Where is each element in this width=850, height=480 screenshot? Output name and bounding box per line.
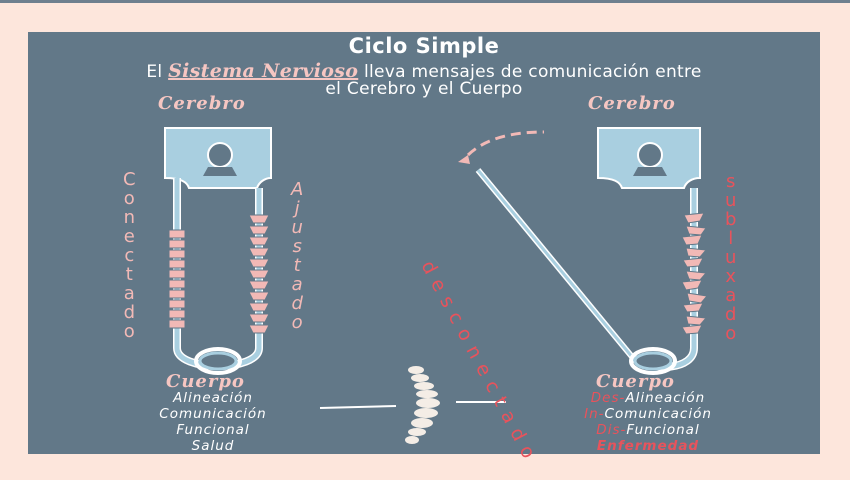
left-item-alignment: Alineación (173, 390, 253, 406)
top-border (0, 0, 850, 3)
vertical-letter: d (123, 302, 135, 323)
vertical-letter: s (726, 171, 736, 192)
right-item-incommunication: In-Comunicación (584, 406, 712, 422)
right-item-dysfunctional: Dis-Funcional (596, 422, 700, 438)
vertical-letter: o (123, 321, 135, 342)
left-item-health: Salud (191, 438, 235, 454)
subtitle-prefix: El (146, 62, 163, 82)
vertical-letter: e (123, 226, 135, 247)
safety-pin-open-icon (458, 127, 708, 375)
vertical-letter: b (725, 209, 737, 230)
vertical-letter: u (725, 190, 737, 211)
vertical-letter: a (123, 283, 135, 304)
infographic-panel: Ciclo Simple El Sistema Nervioso lleva m… (28, 32, 820, 469)
left-item-functional: Funcional (176, 422, 250, 438)
vertical-letter: d (725, 304, 737, 325)
left-item-communication: Comunicación (159, 406, 267, 422)
right-item-misalignment: Des-Alineación (590, 390, 706, 406)
left-body-label: Cuerpo (166, 371, 245, 392)
vertical-letter: u (725, 247, 737, 268)
vertical-letter: x (725, 266, 737, 287)
vertical-letter: n (123, 207, 135, 228)
subtitle-emphasis: Sistema Nervioso (168, 60, 359, 82)
right-body-label: Cuerpo (596, 371, 675, 392)
right-brain-label: Cerebro (588, 93, 676, 114)
vertical-letter: d (291, 293, 303, 314)
vertical-letter: j (294, 198, 300, 219)
safety-pin-closed-icon (164, 127, 272, 375)
vertical-letter: s (292, 236, 302, 257)
subtitle-line2: el Cerebro y el Cuerpo (325, 79, 523, 99)
vertical-letter: o (123, 188, 135, 209)
vertical-letter: a (291, 274, 303, 295)
spine-icon (319, 366, 506, 444)
vertical-letter: u (291, 217, 303, 238)
left-items: Alineación Comunicación Funcional Salud (128, 390, 298, 454)
left-brain-label: Cerebro (158, 93, 246, 114)
right-items: Des-Alineación In-Comunicación Dis-Funci… (558, 390, 738, 454)
vertical-letter: C (123, 169, 136, 190)
right-item-disease: Enfermedad (596, 438, 700, 454)
vertical-letter: l (728, 228, 734, 249)
vertical-letter: o (725, 323, 737, 344)
vertical-letter: t (125, 264, 133, 285)
page-subtitle: El Sistema Nervioso lleva mensajes de co… (28, 60, 820, 99)
subtitle-rest: lleva mensajes de comunicación entre (363, 62, 702, 82)
vertical-letter: A (291, 179, 304, 200)
vertical-letter: t (293, 255, 301, 276)
page-title: Ciclo Simple (348, 34, 500, 58)
vertical-letter: a (725, 285, 737, 306)
vertical-letter: o (291, 312, 303, 333)
vertical-letter: c (124, 245, 135, 266)
